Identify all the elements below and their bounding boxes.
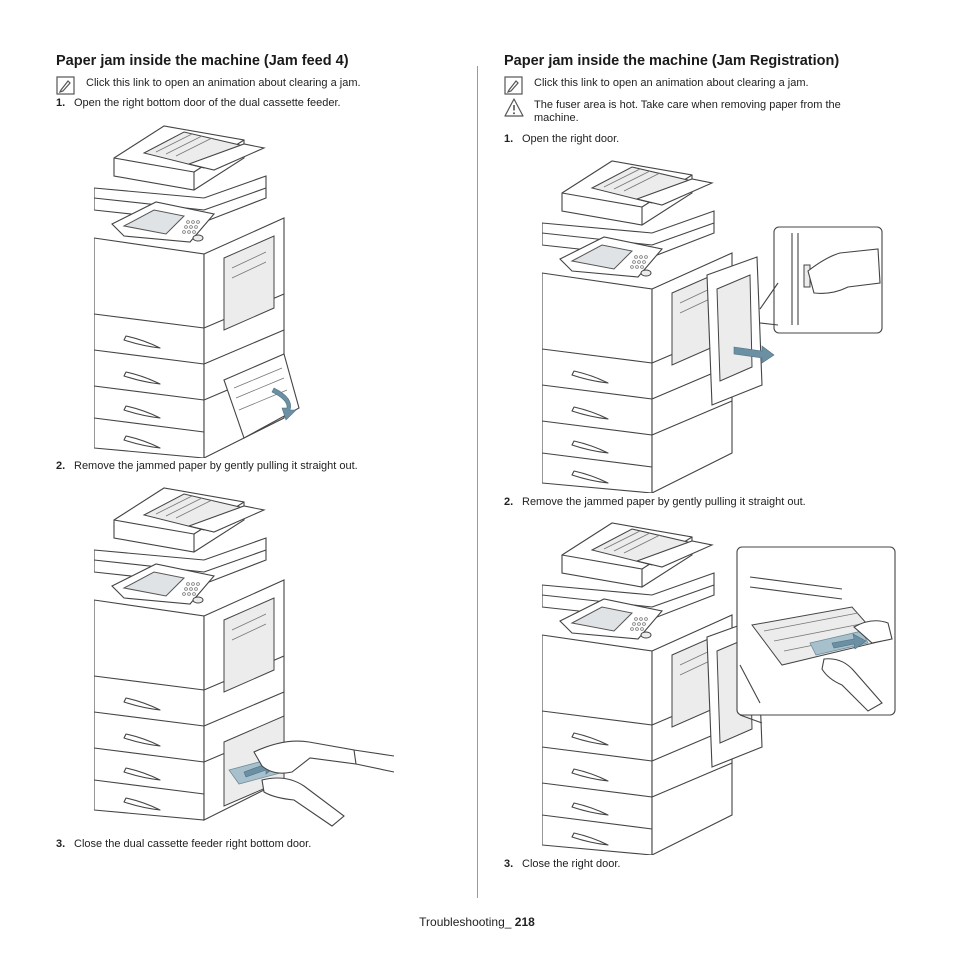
step-2: 2. Remove the jammed paper by gently pull… bbox=[56, 460, 358, 472]
note-icon bbox=[504, 76, 523, 95]
warning-text: The fuser area is hot. Take care when re… bbox=[534, 99, 841, 124]
figure-open-bottom-door bbox=[94, 125, 300, 458]
step-1: 1. Open the right door. bbox=[504, 133, 619, 145]
section-title-jam-feed-4: Paper jam inside the machine (Jam feed 4… bbox=[56, 53, 349, 69]
step-number: 3. bbox=[56, 838, 66, 850]
figure-remove-paper-registration bbox=[542, 522, 896, 855]
figure-remove-paper-feed-4 bbox=[94, 487, 395, 827]
section-title-jam-registration: Paper jam inside the machine (Jam Regist… bbox=[504, 53, 840, 69]
step-text: Remove the jammed paper by gently pullin… bbox=[74, 460, 358, 472]
warning-icon bbox=[504, 98, 524, 117]
step-text: Close the dual cassette feeder right bot… bbox=[74, 838, 312, 850]
step-number: 3. bbox=[504, 858, 514, 870]
page-footer: Troubleshooting_ 218 bbox=[0, 915, 954, 929]
step-text: Remove the jammed paper by gently pullin… bbox=[522, 496, 806, 508]
column-divider bbox=[477, 66, 478, 898]
step-text: Open the right bottom door of the dual c… bbox=[74, 97, 341, 109]
step-3: 3. Close the right door. bbox=[504, 858, 620, 870]
note-icon bbox=[56, 76, 75, 95]
step-3: 3. Close the dual cassette feeder right b… bbox=[56, 838, 311, 850]
step-text: Close the right door. bbox=[522, 858, 621, 870]
footer-section: Troubleshooting_ bbox=[419, 915, 512, 929]
step-2: 2. Remove the jammed paper by gently pull… bbox=[504, 496, 806, 508]
note-text[interactable]: Click this link to open an animation abo… bbox=[534, 77, 809, 89]
note-text[interactable]: Click this link to open an animation abo… bbox=[86, 77, 361, 89]
step-1: 1. Open the right bottom door of the dual… bbox=[56, 97, 341, 109]
step-number: 1. bbox=[504, 133, 514, 145]
step-number: 2. bbox=[504, 496, 514, 508]
step-text: Open the right door. bbox=[522, 133, 620, 145]
page-number: 218 bbox=[514, 915, 535, 929]
figure-open-right-door bbox=[542, 160, 883, 493]
step-number: 2. bbox=[56, 460, 66, 472]
step-number: 1. bbox=[56, 97, 66, 109]
